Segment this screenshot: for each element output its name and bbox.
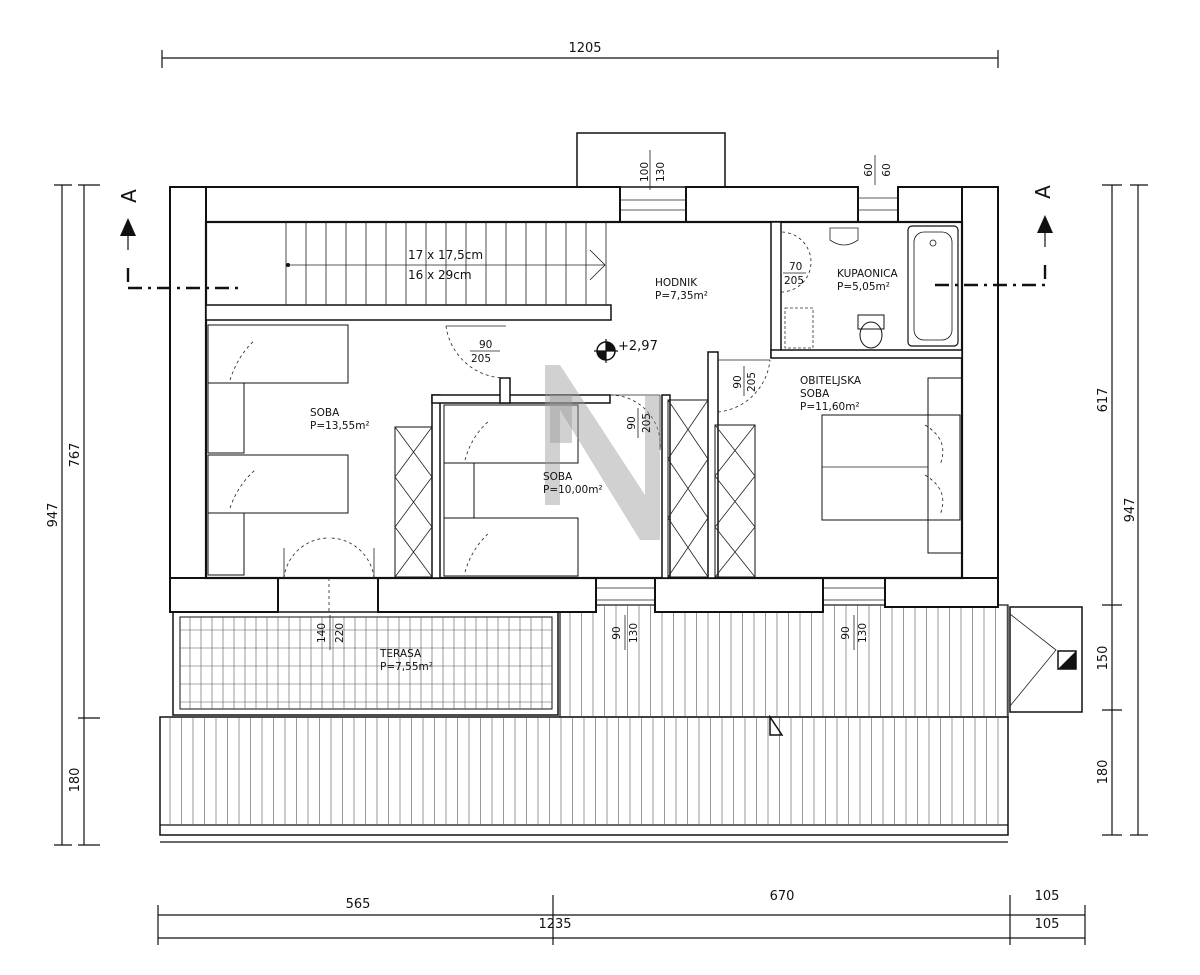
dim-right-outer: 947 [1123,498,1138,523]
dimension-bottom: 565 670 105 1235 105 [157,889,1086,945]
section-arrow-right-icon [1037,215,1053,233]
toilet-tank [857,314,885,330]
watermark-logo [545,365,660,540]
room-soba-left-name: SOBA [310,407,340,419]
dim-right-617: 617 [1096,388,1111,413]
opening-door-mid-a: 90 [626,416,638,429]
stair-tread-label: 16 x 29cm [408,268,472,282]
room-soba-mid-name: SOBA [543,471,573,483]
dim-left-inner: 767 [68,443,83,468]
dimension-top: 1205 [161,41,999,68]
interior-walls [205,221,963,579]
opening-terrace-door-b: 220 [334,623,346,643]
room-terasa-name: TERASA [379,648,422,660]
opening-door-right-b: 205 [746,372,758,392]
bathroom-fixtures [780,225,959,349]
room-kupaonica-area: P=5,05m² [837,281,890,293]
opening-door-left-b: 205 [471,353,491,365]
dim-bottom-b: 670 [770,889,795,904]
elevation-marker: +2,97 [594,339,658,363]
elevation-value: +2,97 [618,339,658,354]
dim-left-outer: 947 [46,503,61,528]
roof-slope-arrow-icon [769,714,784,736]
opening-win-mid-b: 130 [628,623,640,643]
opening-win-right-b: 130 [857,623,869,643]
dim-bottom-total: 1235 [538,917,571,932]
room-obiteljska-name1: OBITELJSKA [800,375,862,387]
room-obiteljska-area: P=11,60m² [800,401,860,413]
room-terasa-area: P=7,55m² [380,661,433,673]
wardrobes [394,399,756,578]
room-hodnik-area: P=7,35m² [655,290,708,302]
dim-bottom-a: 565 [346,897,371,912]
room-soba-left-area: P=13,55m² [310,420,370,432]
opening-top-window-b: 130 [655,162,667,182]
section-line-a: A A [117,185,1055,290]
opening-top-right-a: 60 [863,163,875,176]
room-labels: HODNIK P=7,35m² KUPAONICA P=5,05m² SOBA … [310,268,898,673]
dim-bottom-total-c: 105 [1035,917,1060,932]
opening-door-mid-b: 205 [641,413,653,433]
dim-bottom-c: 105 [1035,889,1060,904]
bathtub [907,225,959,347]
dim-right-180: 180 [1096,760,1111,785]
beds [207,324,963,577]
stair-rise-label: 17 x 17,5cm [408,248,483,262]
opening-top-window-a: 100 [639,162,651,182]
dimension-right: 617 150 180 947 [1096,184,1148,836]
opening-labels: 100 130 60 60 70 205 90 205 90 205 90 20… [316,150,893,650]
dim-left-bottom: 180 [68,768,83,793]
room-hodnik-name: HODNIK [655,277,698,289]
opening-bath-door-a: 70 [789,261,802,273]
staircase: 17 x 17,5cm 16 x 29cm [285,222,607,305]
outer-walls [169,186,999,613]
terrace [172,611,559,716]
dimension-left: 947 767 180 [46,184,100,846]
sink [829,227,859,246]
opening-top-right-b: 60 [881,163,893,176]
dim-top-total: 1205 [568,41,601,56]
opening-win-right-a: 90 [840,626,852,639]
room-obiteljska-name2: SOBA [800,388,830,400]
section-letter-left: A [117,189,141,203]
opening-terrace-door-a: 140 [316,623,328,643]
toilet [859,321,883,349]
opening-win-mid-a: 90 [611,626,623,639]
dim-right-150: 150 [1096,646,1111,671]
window-openings [596,197,898,601]
section-arrow-left-icon [120,218,136,236]
top-bay [576,132,726,188]
roof-area [159,604,1009,843]
opening-door-left-a: 90 [479,339,492,351]
washer [784,307,814,349]
room-kupaonica-name: KUPAONICA [837,268,898,280]
chimney [1009,606,1083,713]
room-soba-mid-area: P=10,00m² [543,484,603,496]
section-letter-right: A [1031,185,1055,199]
opening-door-right-a: 90 [732,375,744,388]
doors [283,325,771,612]
opening-bath-door-b: 205 [784,275,804,287]
